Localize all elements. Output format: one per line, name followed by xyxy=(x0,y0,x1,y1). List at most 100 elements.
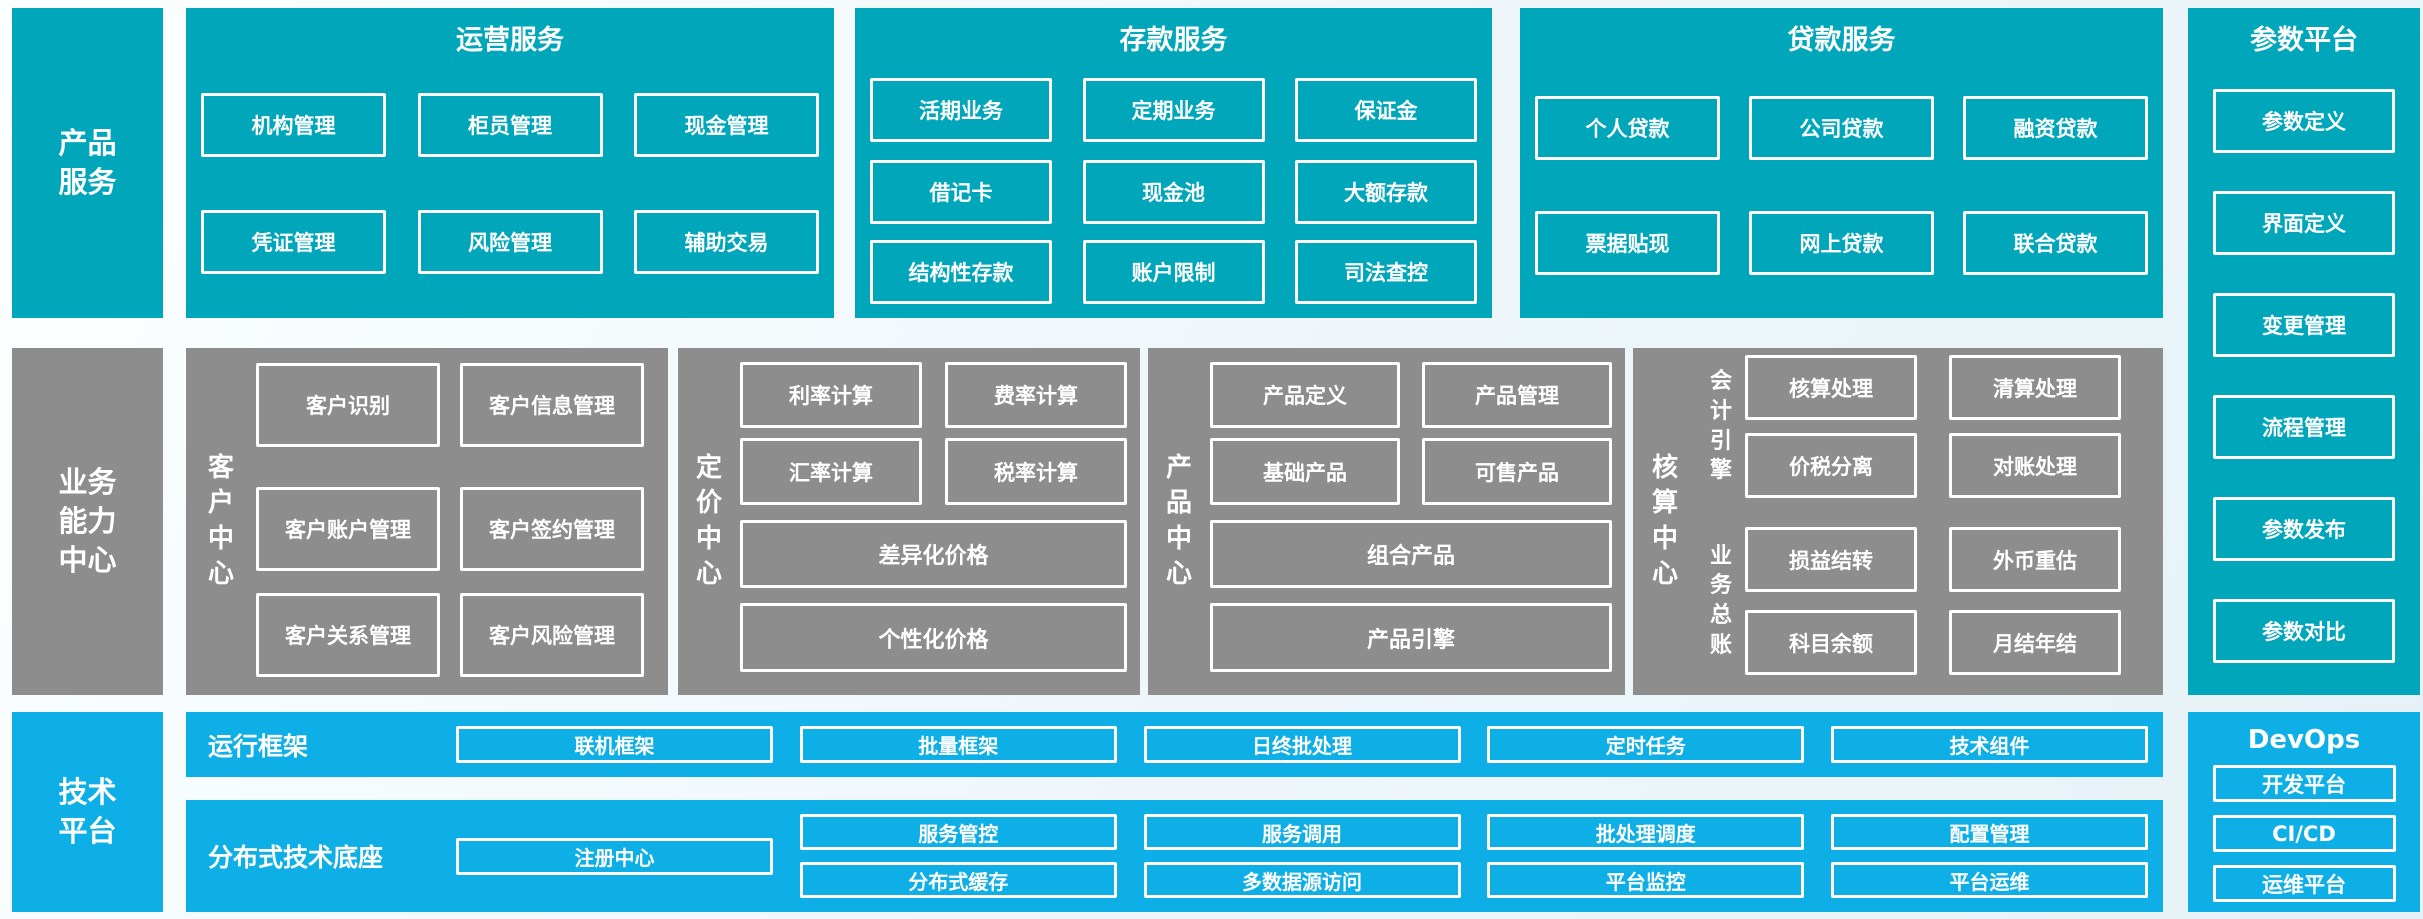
loan-box: 票据贴现 xyxy=(1535,211,1720,275)
section-loan: 贷款服务 个人贷款 公司贷款 融资贷款 票据贴现 网上贷款 联合贷款 xyxy=(1520,8,2163,318)
section-operations: 运营服务 机构管理 柜员管理 现金管理 凭证管理 风险管理 辅助交易 xyxy=(186,8,834,318)
devops-box: 运维平台 xyxy=(2212,865,2396,902)
section-accounting-center: 核算中心 会计引擎 核算处理 清算处理 价税分离 对账处理 xyxy=(1633,348,2163,695)
operations-box: 柜员管理 xyxy=(417,93,603,157)
devops-box: CI/CD xyxy=(2212,815,2396,852)
product-box-wide: 产品引擎 xyxy=(1210,603,1612,672)
pricing-box-wide: 差异化价格 xyxy=(740,520,1127,588)
section-deposit: 存款服务 活期业务 定期业务 保证金 借记卡 现金池 大额存款 结构性存款 账户… xyxy=(855,8,1492,318)
section-parameter-platform: 参数平台 参数定义 界面定义 变更管理 流程管理 参数发布 参数对比 xyxy=(2188,8,2420,695)
section-title: 参数平台 xyxy=(2250,25,2358,56)
deposit-box: 大额存款 xyxy=(1295,160,1477,224)
vertical-label-text: 产品中心 xyxy=(1166,453,1193,589)
customer-box: 客户识别 xyxy=(256,363,440,447)
pricing-box-wide: 个性化价格 xyxy=(740,603,1127,672)
parameter-box: 界面定义 xyxy=(2213,191,2395,255)
loan-box: 公司贷款 xyxy=(1749,96,1934,160)
side-label-product-services: 产品服务 xyxy=(12,8,163,318)
customer-box: 客户信息管理 xyxy=(460,363,644,447)
accounting-box: 科目余额 xyxy=(1745,610,1917,675)
product-box: 产品定义 xyxy=(1210,362,1400,428)
section-title: 运营服务 xyxy=(456,25,564,56)
section-customer-center: 客户中心 客户识别 客户信息管理 客户账户管理 客户签约管理 客户关系管理 客户… xyxy=(186,348,668,695)
section-devops: DevOps 开发平台 CI/CD 运维平台 xyxy=(2188,712,2420,912)
section-title: 贷款服务 xyxy=(1787,25,1896,56)
runtime-box: 日终批处理 xyxy=(1143,726,1461,763)
vertical-label-text: 核算中心 xyxy=(1652,453,1679,589)
deposit-box: 定期业务 xyxy=(1082,78,1265,142)
side-label-business-capability: 业务能力中心 xyxy=(12,348,163,695)
deposit-box: 活期业务 xyxy=(870,78,1052,142)
operations-box: 凭证管理 xyxy=(201,210,386,274)
business-ledger-label: 业务总账 xyxy=(1697,542,1745,661)
parameter-box: 流程管理 xyxy=(2213,395,2395,459)
product-box: 基础产品 xyxy=(1210,438,1400,505)
section-product-center: 产品中心 产品定义 产品管理 基础产品 可售产品 组合产品 产品引擎 xyxy=(1148,348,1625,695)
section-title: DevOps xyxy=(2247,725,2361,755)
distributed-box: 多数据源访问 xyxy=(1143,862,1461,898)
customer-box: 客户签约管理 xyxy=(460,487,644,571)
operations-box: 辅助交易 xyxy=(634,210,819,274)
operations-box: 风险管理 xyxy=(417,210,603,274)
customer-box: 客户关系管理 xyxy=(256,593,440,677)
accounting-box: 损益结转 xyxy=(1745,527,1917,592)
accounting-box: 清算处理 xyxy=(1949,355,2121,420)
distributed-box: 服务调用 xyxy=(1143,814,1461,850)
side-label-text: 技术平台 xyxy=(58,774,117,848)
side-label-text: 业务能力中心 xyxy=(58,464,117,578)
accounting-group-ledger: 业务总账 损益结转 外币重估 科目余额 月结年结 xyxy=(1697,527,2121,675)
loan-box: 融资贷款 xyxy=(1963,96,2148,160)
pricing-box: 利率计算 xyxy=(740,362,922,428)
pricing-box: 费率计算 xyxy=(945,362,1127,428)
accounting-group-engine: 会计引擎 核算处理 清算处理 价税分离 对账处理 xyxy=(1697,355,2121,498)
accounting-center-label: 核算中心 xyxy=(1633,348,1697,695)
section-pricing-center: 定价中心 利率计算 费率计算 汇率计算 税率计算 差异化价格 个性化价格 xyxy=(678,348,1140,695)
accounting-box: 对账处理 xyxy=(1949,433,2121,498)
distributed-box: 配置管理 xyxy=(1831,814,2148,850)
vertical-label-text: 业务总账 xyxy=(1710,543,1733,658)
customer-box: 客户账户管理 xyxy=(256,487,440,571)
runtime-box: 批量框架 xyxy=(799,726,1117,763)
parameter-box: 参数发布 xyxy=(2213,497,2395,561)
distributed-box: 服务管控 xyxy=(799,814,1117,850)
deposit-box: 司法查控 xyxy=(1295,240,1477,304)
distributed-box: 平台运维 xyxy=(1831,862,2148,898)
vertical-label-text: 会计引擎 xyxy=(1710,369,1733,484)
section-distributed-base: 分布式技术底座 注册中心 服务管控 分布式缓存 服务调用 多数据源访问 批处理调… xyxy=(186,800,2163,912)
vertical-label-text: 定价中心 xyxy=(696,453,723,589)
product-box: 产品管理 xyxy=(1422,362,1612,428)
accounting-box: 月结年结 xyxy=(1949,610,2121,675)
deposit-box: 账户限制 xyxy=(1082,240,1265,304)
operations-box: 现金管理 xyxy=(634,93,819,157)
runtime-box: 技术组件 xyxy=(1831,726,2148,763)
distributed-box: 分布式缓存 xyxy=(799,862,1117,898)
accounting-box: 外币重估 xyxy=(1949,527,2121,592)
distributed-base-label: 分布式技术底座 xyxy=(208,843,384,872)
distributed-box-registry: 注册中心 xyxy=(456,837,773,875)
vertical-label-text: 客户中心 xyxy=(208,453,235,589)
product-center-label: 产品中心 xyxy=(1148,348,1210,695)
customer-box: 客户风险管理 xyxy=(460,593,644,677)
devops-box: 开发平台 xyxy=(2212,765,2396,802)
product-box-wide: 组合产品 xyxy=(1210,520,1612,588)
deposit-box: 借记卡 xyxy=(870,160,1052,224)
loan-box: 个人贷款 xyxy=(1535,96,1720,160)
accounting-engine-label: 会计引擎 xyxy=(1697,367,1745,486)
deposit-box: 现金池 xyxy=(1082,160,1265,224)
runtime-box: 定时任务 xyxy=(1487,726,1805,763)
pricing-box: 汇率计算 xyxy=(740,438,922,505)
side-label-tech-platform: 技术平台 xyxy=(12,712,163,912)
side-label-text: 产品服务 xyxy=(58,125,117,199)
pricing-box: 税率计算 xyxy=(945,438,1127,505)
accounting-box: 价税分离 xyxy=(1745,433,1917,498)
loan-box: 联合贷款 xyxy=(1963,211,2148,275)
operations-box: 机构管理 xyxy=(201,93,386,157)
customer-center-label: 客户中心 xyxy=(186,348,256,695)
pricing-center-label: 定价中心 xyxy=(678,348,740,695)
deposit-box: 结构性存款 xyxy=(870,240,1052,304)
parameter-box: 参数对比 xyxy=(2213,599,2395,663)
parameter-box: 参数定义 xyxy=(2213,89,2395,153)
product-box: 可售产品 xyxy=(1422,438,1612,505)
deposit-box: 保证金 xyxy=(1295,78,1477,142)
